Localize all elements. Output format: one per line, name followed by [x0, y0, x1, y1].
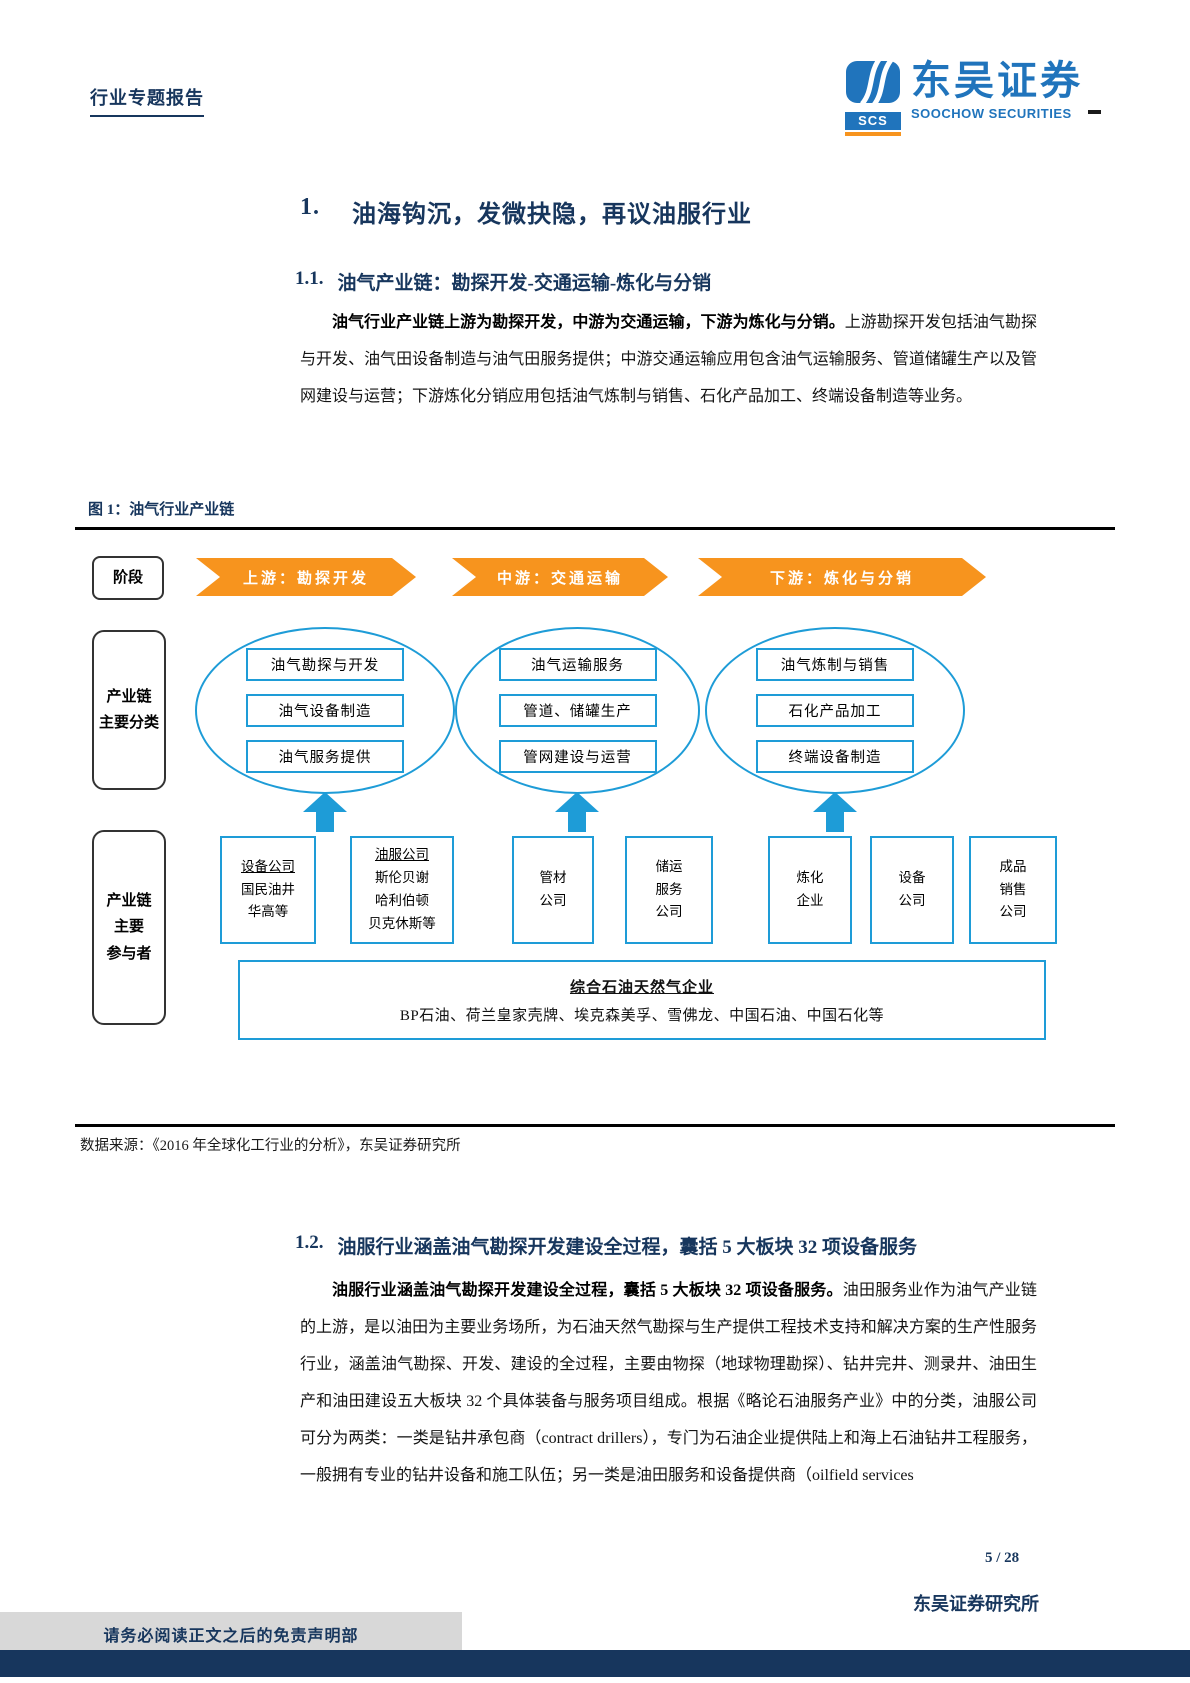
- downstream-arrow: 下游：炼化与分销: [698, 558, 986, 596]
- report-type-label: 行业专题报告: [90, 84, 204, 117]
- participant-line: 成品: [999, 858, 1027, 874]
- footer-navy-bar: [0, 1650, 1190, 1677]
- participant-line: 管材: [539, 870, 567, 886]
- participant-line: 国民油井: [241, 881, 295, 897]
- participant-line: 企业: [796, 893, 824, 908]
- participant-line: 华高等: [247, 904, 289, 920]
- paragraph-1: 油气行业产业链上游为勘探开发，中游为交通运输，下游为炼化与分销。上游勘探开发包括…: [300, 304, 1037, 415]
- paragraph-1-body: 上游勘探开发包括油气勘探与开发、油气田设备制造与油气田服务提供；中游交通运输应用…: [300, 314, 1037, 405]
- section-1-heading: 1. 油海钩沉，发微抉隐，再议油服行业: [300, 194, 752, 229]
- participant-box-equipment: 设备公司 国民油井 华高等: [220, 836, 316, 944]
- integrated-oil-gas-box: 综合石油天然气企业 BP石油、荷兰皇家壳牌、埃克森美孚、雪佛龙、中国石油、中国石…: [238, 960, 1046, 1040]
- figure-source: 数据来源：《2016 年全球化工行业的分析》，东吴证券研究所: [80, 1138, 461, 1154]
- figure-1-diagram: 阶段 上游：勘探开发 中游：交通运输 下游：炼化与分销 产业链 主要分类 油气勘…: [75, 530, 1115, 1115]
- participant-line: 炼化: [796, 870, 824, 886]
- category-box: 管网建设与运营: [498, 740, 657, 773]
- midstream-oval: 油气运输服务 管道、储罐生产 管网建设与运营: [455, 627, 700, 794]
- participant-line: 哈利伯顿: [375, 893, 429, 908]
- participant-label-line: 参与者: [106, 945, 152, 962]
- research-institute-label: 东吴证券研究所: [913, 1594, 1039, 1614]
- participant-line: 服务: [655, 881, 683, 897]
- up-arrow-icon: [303, 792, 347, 832]
- participant-box-oilservice: 油服公司 斯伦贝谢 哈利伯顿 贝克休斯等: [350, 836, 454, 944]
- participant-line: 公司: [898, 893, 926, 908]
- category-box: 终端设备制造: [756, 740, 914, 773]
- participant-line: 公司: [539, 893, 567, 908]
- logo-scs-text: SCS: [845, 112, 901, 130]
- section-1-2-heading: 1.2. 油服行业涵盖油气勘探开发建设全过程，囊括 5 大板块 32 项设备服务: [295, 1232, 917, 1259]
- figure-bottom-rule: [75, 1124, 1115, 1127]
- category-label-box: 产业链 主要分类: [92, 630, 166, 790]
- participant-line: 设备: [898, 870, 926, 886]
- participant-line: 公司: [655, 904, 683, 920]
- category-box: 油气运输服务: [498, 648, 657, 681]
- category-label-line: 主要分类: [98, 715, 159, 731]
- participant-label-box: 产业链 主要 参与者: [92, 830, 166, 1025]
- participant-box-refining: 炼化 企业: [768, 836, 852, 944]
- page-number: 5 / 28: [985, 1550, 1020, 1566]
- figure-1-caption: 图 1：油气行业产业链: [88, 502, 235, 518]
- section-1-1-heading: 1.1. 油气产业链：勘探开发-交通运输-炼化与分销: [295, 268, 711, 295]
- paragraph-2-body: 油田服务业作为油气产业链的上游，是以油田为主要业务场所，为石油天然气勘探与生产提…: [300, 1282, 1037, 1484]
- category-box: 油气服务提供: [246, 740, 404, 773]
- downstream-oval: 油气炼制与销售 石化产品加工 终端设备制造: [705, 627, 965, 794]
- up-arrow-icon: [555, 792, 599, 832]
- participant-box-pipe: 管材 公司: [512, 836, 594, 944]
- participant-title: 油服公司: [375, 847, 429, 863]
- participant-line: 储运: [655, 858, 683, 874]
- participant-box-storage: 储运 服务 公司: [625, 836, 713, 944]
- section-number: 1.1.: [295, 268, 324, 289]
- section-number: 1.: [300, 194, 320, 220]
- participant-line: 销售: [999, 881, 1027, 897]
- section-number: 1.2.: [295, 1232, 324, 1253]
- logo-icon-column: SCS: [845, 56, 901, 136]
- participant-line: 公司: [999, 904, 1027, 920]
- brand-name-en: SOOCHOW SECURITIES: [911, 106, 1072, 121]
- soochow-logo-icon: [845, 56, 901, 109]
- participant-title: 设备公司: [241, 858, 295, 874]
- section-title: 油海钩沉，发微抉隐，再议油服行业: [352, 202, 752, 228]
- section-title: 油气产业链：勘探开发-交通运输-炼化与分销: [337, 273, 712, 294]
- stage-label-box: 阶段: [92, 556, 164, 600]
- participant-label-line: 主要: [113, 919, 144, 936]
- category-box: 管道、储罐生产: [498, 694, 657, 727]
- disclaimer-banner: 请务必阅读正文之后的免责声明部: [0, 1612, 462, 1656]
- participant-line: 斯伦贝谢: [375, 870, 429, 886]
- figure-top-rule: [75, 527, 1115, 530]
- header-dash-mark: [1088, 110, 1101, 114]
- soochow-securities-logo: SCS 东吴证券 SOOCHOW SECURITIES: [845, 56, 1083, 136]
- category-label-line: 产业链: [106, 688, 152, 705]
- upstream-arrow: 上游：勘探开发: [196, 558, 416, 596]
- integrated-title: 综合石油天然气企业: [569, 979, 714, 996]
- paragraph-1-lead: 油气行业产业链上游为勘探开发，中游为交通运输，下游为炼化与分销。: [332, 314, 845, 331]
- stage-label: 阶段: [112, 569, 143, 586]
- participant-label-line: 产业链: [106, 893, 152, 910]
- paragraph-2-lead: 油服行业涵盖油气勘探开发建设全过程，囊括 5 大板块 32 项设备服务。: [332, 1282, 843, 1299]
- paragraph-2: 油服行业涵盖油气勘探开发建设全过程，囊括 5 大板块 32 项设备服务。油田服务…: [300, 1272, 1037, 1494]
- logo-orange-bar: [845, 132, 901, 136]
- category-box: 油气勘探与开发: [246, 648, 404, 681]
- up-arrow-icon: [813, 792, 857, 832]
- participant-box-sales: 成品 销售 公司: [969, 836, 1057, 944]
- participant-box-equipment2: 设备 公司: [870, 836, 954, 944]
- category-box: 石化产品加工: [756, 694, 914, 727]
- upstream-oval: 油气勘探与开发 油气设备制造 油气服务提供: [195, 627, 455, 794]
- brand-name-cn: 东吴证券: [911, 58, 1083, 103]
- logo-text-column: 东吴证券 SOOCHOW SECURITIES: [911, 58, 1083, 122]
- participant-line: 贝克休斯等: [368, 915, 436, 931]
- section-title: 油服行业涵盖油气勘探开发建设全过程，囊括 5 大板块 32 项设备服务: [337, 1237, 918, 1258]
- midstream-arrow: 中游：交通运输: [452, 558, 668, 596]
- category-box: 油气炼制与销售: [756, 648, 914, 681]
- category-box: 油气设备制造: [246, 694, 404, 727]
- integrated-companies: BP石油、荷兰皇家壳牌、埃克森美孚、雪佛龙、中国石油、中国石化等: [399, 1007, 885, 1024]
